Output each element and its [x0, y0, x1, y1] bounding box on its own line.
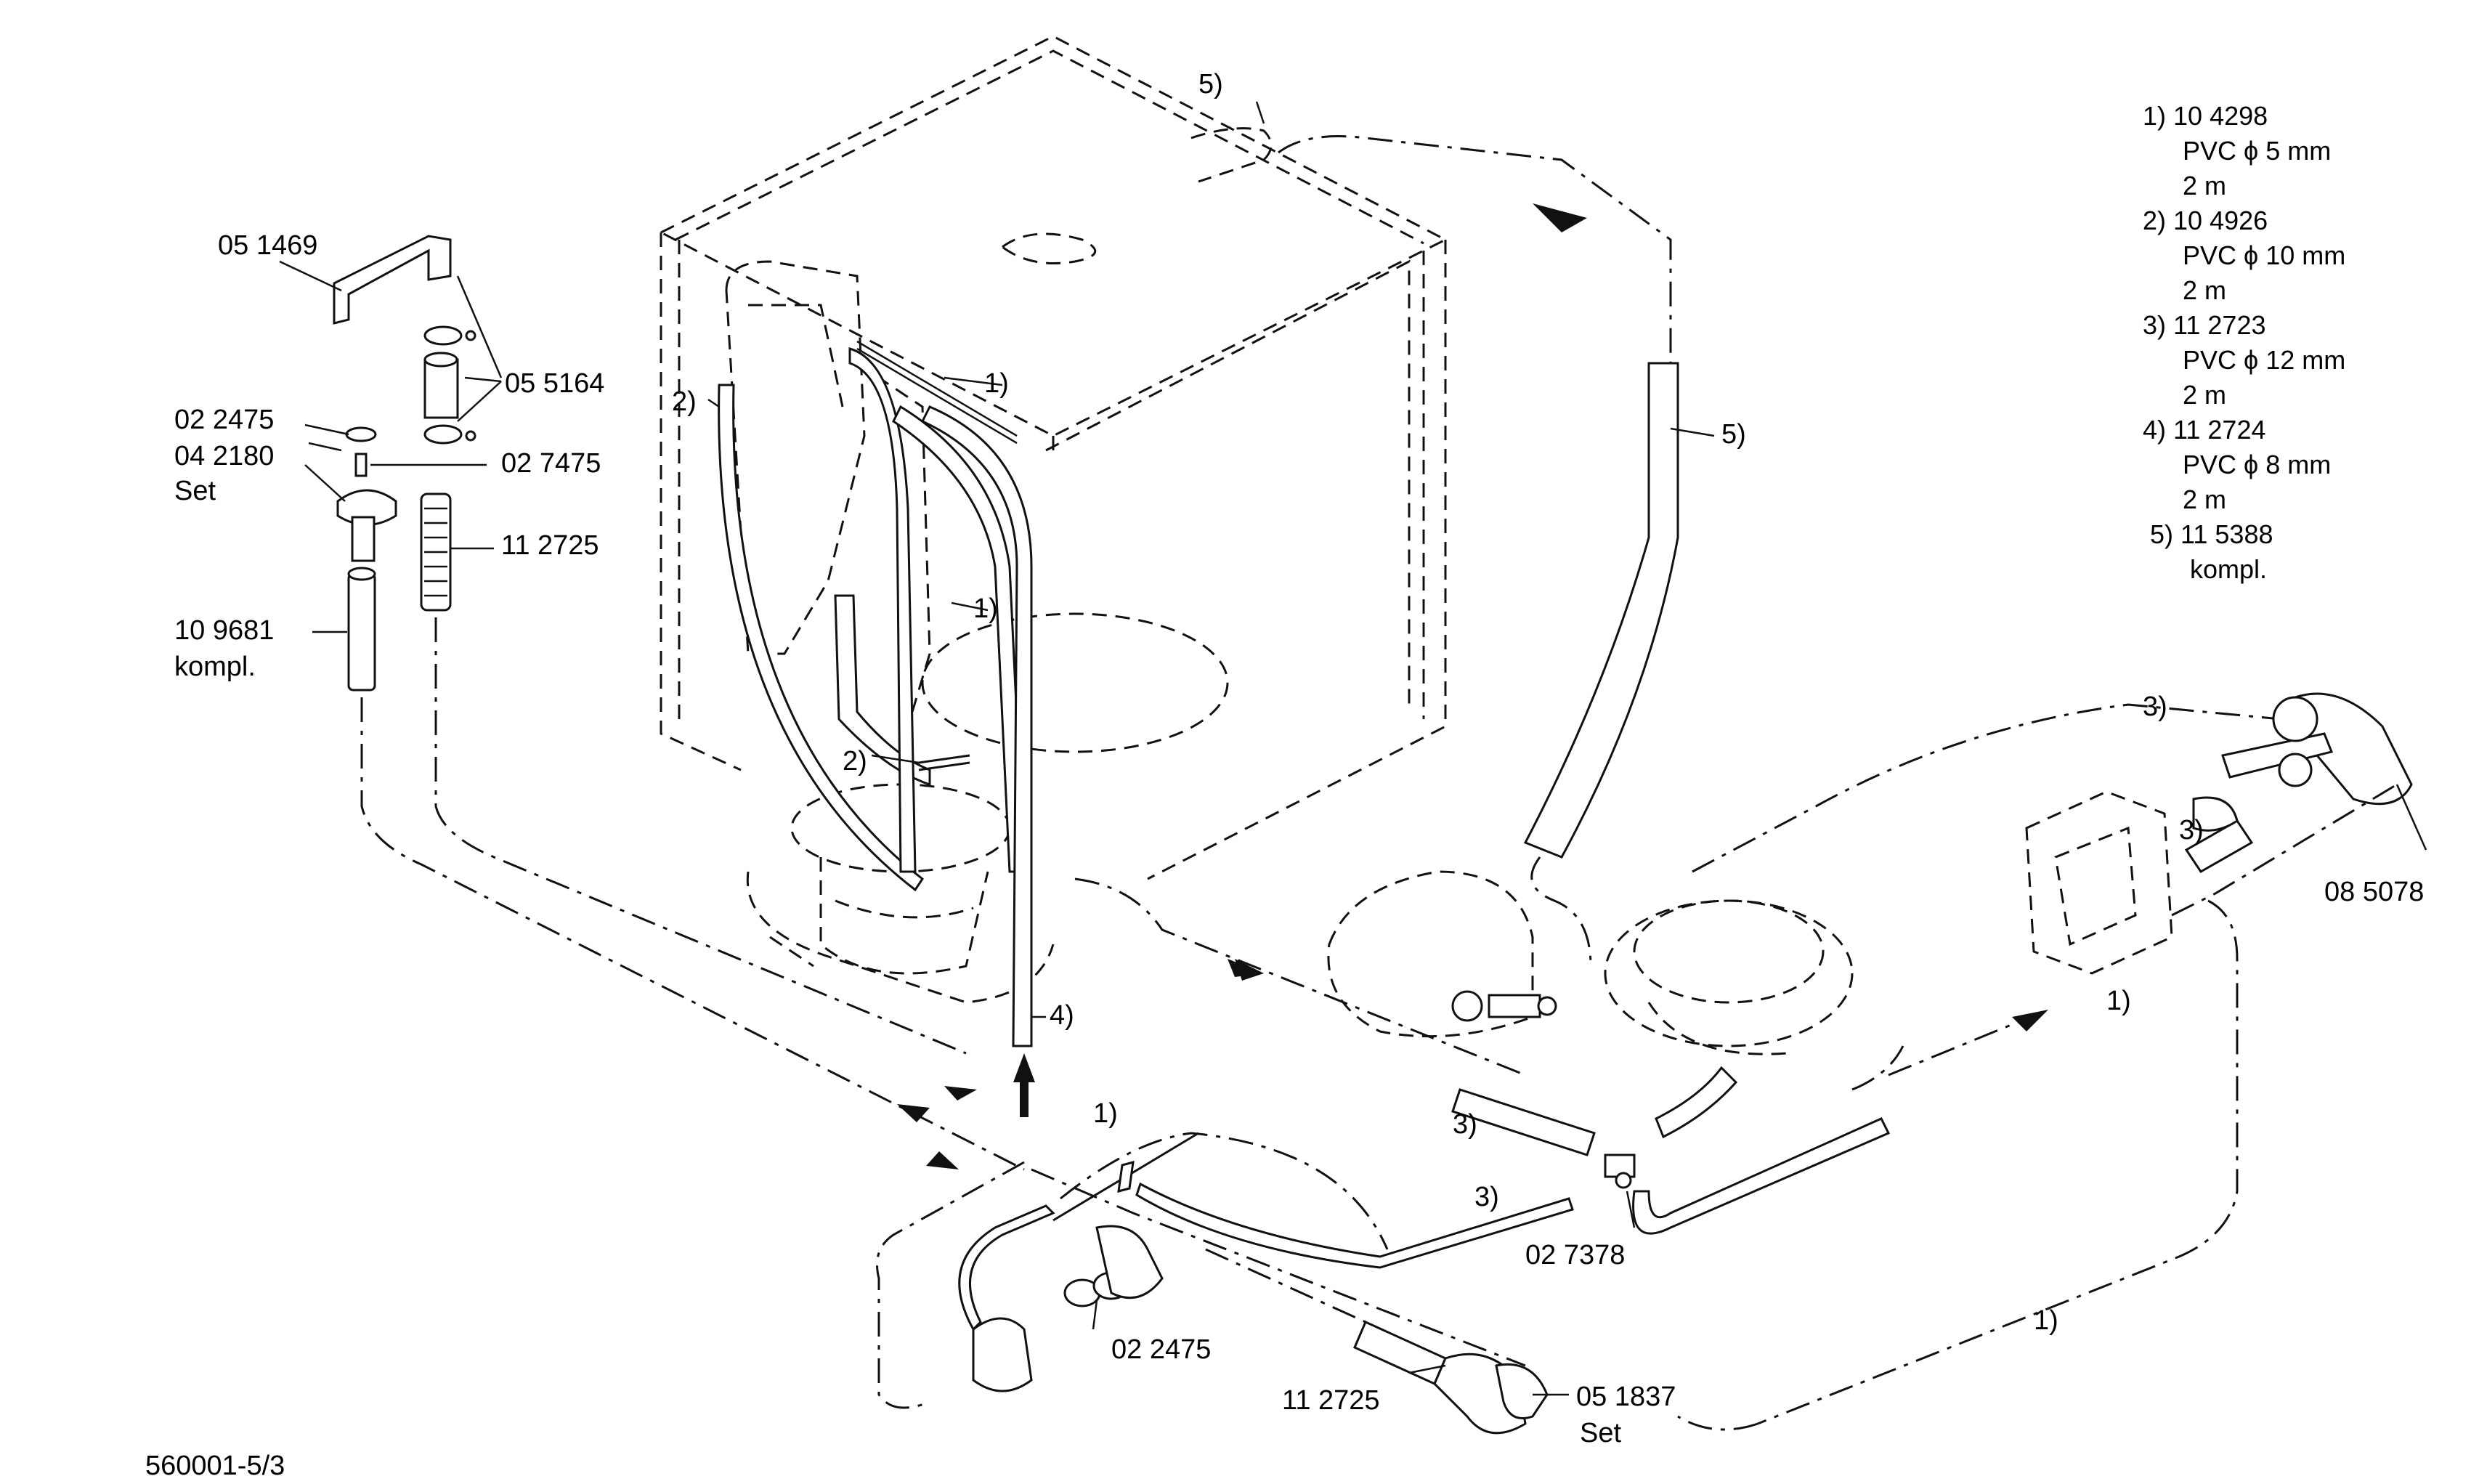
legend-line2: PVC ϕ 8 mm — [2183, 450, 2331, 479]
callout-2-b: 2) — [843, 746, 867, 777]
legend-num: 4) — [2143, 415, 2166, 445]
legend-item-2: 2) 10 4926 PVC ϕ 10 mm 2 m — [2143, 206, 2345, 305]
legend-num: 2) — [2143, 206, 2166, 235]
legend-num: 5) — [2150, 519, 2173, 549]
callout-3-mid: 3) — [1453, 1109, 1477, 1140]
legend-code: 11 2724 — [2173, 415, 2265, 445]
callout-labels: 5) 5) 1) 1) 2) 2) 4) 3) 3) 1) 3) 3) 1) 1… — [672, 69, 2204, 1336]
hose-legend: 1) 10 4298 PVC ϕ 5 mm 2 m 2) 10 4926 PVC… — [2143, 101, 2345, 584]
hoses-1-2-4 — [718, 340, 1035, 1117]
label-022475-top: 02 2475 — [174, 405, 274, 435]
part-labels: 05 1469 05 5164 02 2475 04 2180 Set 02 7… — [145, 230, 2424, 1481]
label-027475: 02 7475 — [501, 448, 601, 479]
callout-1-b: 1) — [973, 593, 998, 624]
label-112725-bottom: 11 2725 — [1282, 1385, 1380, 1416]
legend-code: 10 4298 — [2173, 101, 2268, 131]
legend-line3: 2 m — [2183, 380, 2226, 410]
bracket-051469 — [333, 235, 452, 325]
legend-num: 3) — [2143, 310, 2166, 340]
callout-5-right: 5) — [1721, 419, 1746, 450]
tub-outline — [658, 35, 1448, 1004]
label-kompl-left: kompl. — [174, 652, 256, 682]
callout-5-top: 5) — [1198, 69, 1223, 100]
legend-item-3: 3) 11 2723 PVC ϕ 12 mm 2 m — [2143, 310, 2345, 410]
legend-line3: 2 m — [2183, 484, 2226, 514]
label-109681: 10 9681 — [174, 615, 274, 646]
legend-code: 10 4926 — [2173, 206, 2268, 235]
callout-3-right2: 3) — [2179, 815, 2204, 846]
label-051469: 05 1469 — [218, 230, 317, 261]
label-051837: 05 1837 — [1576, 1382, 1676, 1412]
leader-lines — [279, 101, 2427, 1396]
legend-num: 1) — [2143, 101, 2166, 131]
legend-line3: 2 m — [2183, 171, 2226, 200]
label-022475-bottom: 02 2475 — [1111, 1334, 1211, 1365]
svg-text:1) 10 4298: 1) 10 4298 — [2143, 101, 2268, 131]
legend-item-4: 4) 11 2724 PVC ϕ 8 mm 2 m — [2143, 415, 2331, 514]
legend-line2: PVC ϕ 5 mm — [2183, 136, 2331, 166]
callout-1-right: 1) — [2106, 986, 2131, 1016]
callout-4: 4) — [1050, 1000, 1074, 1031]
svg-text:3) 11 2723: 3) 11 2723 — [2143, 310, 2266, 340]
legend-item-1: 1) 10 4298 PVC ϕ 5 mm 2 m — [2143, 101, 2331, 200]
hose-5 — [1190, 127, 1679, 967]
legend-line2: PVC ϕ 10 mm — [2183, 240, 2345, 270]
legend-line2: PVC ϕ 12 mm — [2183, 345, 2345, 375]
callout-2-a: 2) — [672, 386, 697, 417]
legend-code: 11 5388 — [2180, 519, 2273, 549]
label-027378: 02 7378 — [1525, 1240, 1625, 1270]
legend-item-5: 5) 11 5388 kompl. — [2150, 519, 2273, 584]
label-set-bottom: Set — [1580, 1418, 1621, 1448]
callout-3-mid2: 3) — [1474, 1182, 1499, 1212]
svg-text:2) 10 4926: 2) 10 4926 — [2143, 206, 2268, 235]
label-085078: 08 5078 — [2324, 877, 2424, 907]
callout-1-bottom: 1) — [1093, 1098, 1118, 1129]
callout-1-lower: 1) — [2034, 1305, 2058, 1336]
svg-text:4) 11 2724: 4) 11 2724 — [2143, 415, 2266, 445]
callout-1-a: 1) — [984, 368, 1009, 399]
left-parts — [333, 235, 1025, 1171]
label-112725-top: 11 2725 — [501, 530, 599, 561]
legend-code: 11 2723 — [2173, 310, 2265, 340]
label-set-left: Set — [174, 476, 216, 506]
callout-3-right: 3) — [2143, 692, 2167, 722]
right-components — [1327, 692, 2413, 1431]
legend-line3: 2 m — [2183, 275, 2226, 305]
svg-text:5) 11 5388: 5) 11 5388 — [2150, 519, 2273, 549]
drawing-number: 560001-5/3 — [145, 1451, 285, 1481]
bottom-routing — [876, 877, 1574, 1435]
label-055164: 05 5164 — [505, 368, 604, 399]
legend-line2: kompl. — [2190, 554, 2267, 584]
label-042180: 04 2180 — [174, 441, 274, 471]
